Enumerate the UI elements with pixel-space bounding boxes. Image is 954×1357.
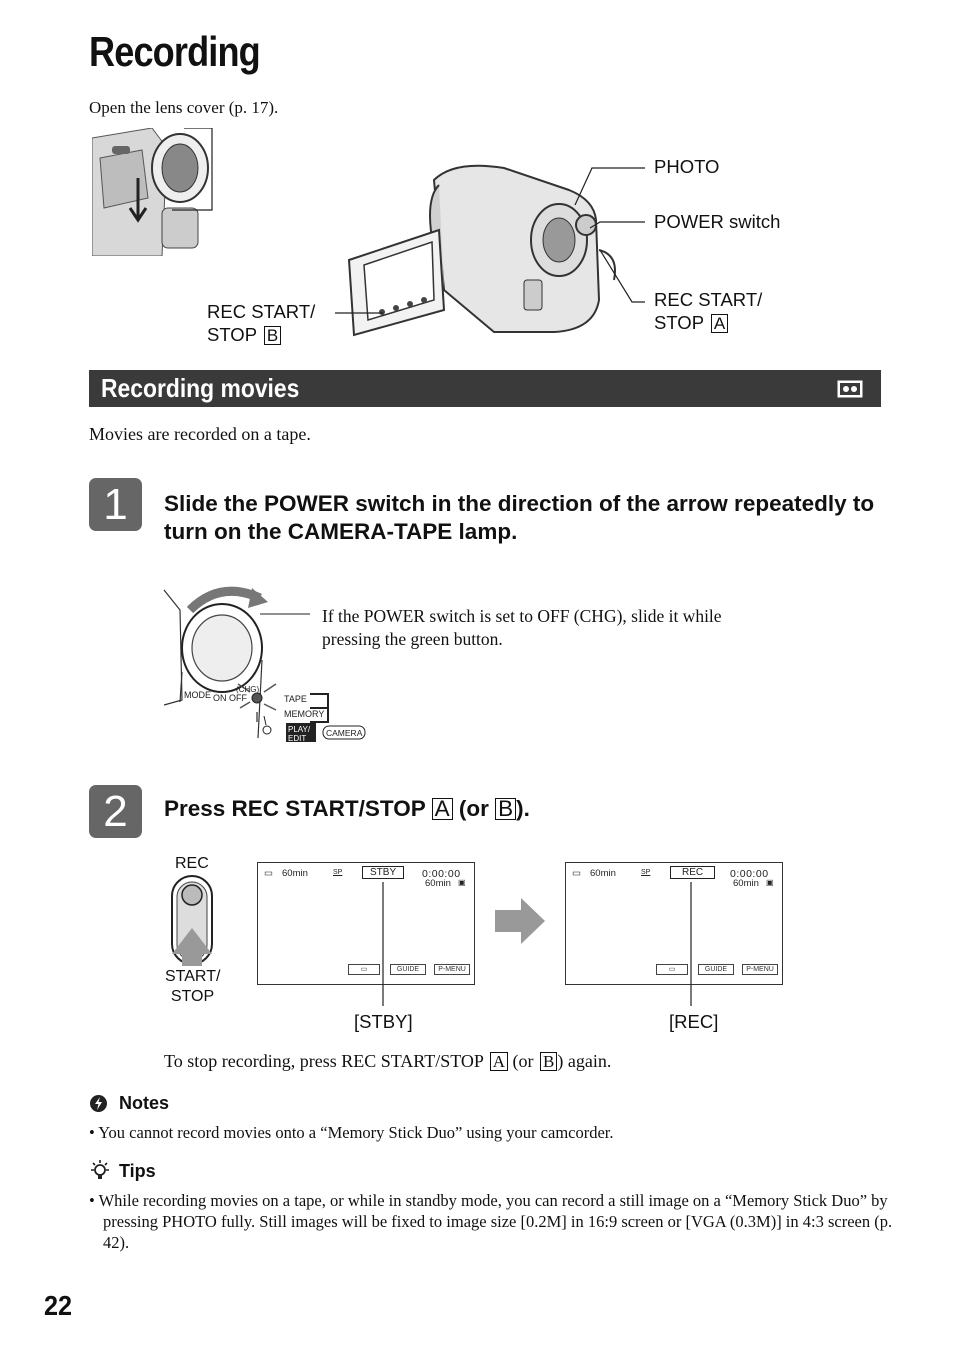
battery-icon: ▭ [572, 868, 581, 879]
time-counter: 0:00:00 [422, 868, 461, 880]
rec-start-b-callout: REC START/ STOP B [207, 301, 316, 345]
sp-indicator: SP [333, 869, 343, 876]
photo-callout: PHOTO [654, 156, 720, 177]
status-indicator: REC [670, 866, 716, 879]
section-header-bar [89, 370, 881, 407]
notes-heading: Notes [119, 1093, 170, 1113]
dial-chg-label: (CHG) [236, 685, 259, 694]
rec-button-illustration [171, 875, 213, 966]
tape-remaining: 60min [733, 878, 759, 889]
dial-memory-label: MEMORY [284, 709, 324, 719]
tape-icon: ▣ [458, 878, 466, 887]
dial-camera-label: CAMERA [326, 728, 363, 738]
callout-lines [335, 167, 645, 314]
tape-icon: ▣ [766, 878, 774, 887]
camcorder-illustration [347, 164, 616, 337]
p-menu-button[interactable]: P-MENU [434, 964, 470, 975]
dial-off-label: OFF [229, 693, 247, 703]
tape-menu-button[interactable]: ▭ [656, 964, 688, 975]
svg-text:PLAY/: PLAY/ [288, 725, 311, 734]
rec-caption: [REC] [669, 1011, 719, 1032]
power-switch-callout: POWER switch [654, 211, 781, 232]
step-1-instruction: Slide the POWER switch in the direction … [164, 491, 875, 544]
step-2-badge: 2 [89, 785, 142, 838]
dial-mode-label: MODE [184, 690, 211, 700]
dial-on-label: ON [213, 693, 227, 703]
page-number: 22 [44, 1290, 73, 1321]
sp-indicator: SP [641, 869, 651, 876]
step-2-instruction: Press REC START/STOP A (or B). [164, 796, 530, 821]
section-title: Recording movies [101, 373, 300, 403]
stby-caption: [STBY] [354, 1011, 413, 1032]
status-indicator: STBY [362, 866, 405, 879]
guide-button[interactable]: GUIDE [390, 964, 426, 975]
power-dial-illustration: MODE ON OFF (CHG) TAPE MEMORY PLAY/ EDIT… [163, 586, 366, 742]
intro-text: Open the lens cover (p. 17). [89, 98, 279, 117]
p-menu-button[interactable]: P-MENU [742, 964, 778, 975]
guide-button[interactable]: GUIDE [698, 964, 734, 975]
rec-label: REC [175, 855, 209, 872]
page-title: Recording [89, 28, 261, 75]
svg-text:EDIT: EDIT [288, 734, 306, 742]
tape-menu-button[interactable]: ▭ [348, 964, 380, 975]
battery-remaining: 60min [590, 868, 616, 879]
tips-item: • While recording movies on a tape, or w… [89, 1191, 893, 1252]
dial-tape-label: TAPE [284, 694, 307, 704]
notes-item: • You cannot record movies onto a “Memor… [89, 1123, 614, 1142]
tips-heading: Tips [119, 1161, 156, 1181]
stop-instruction: To stop recording, press REC START/STOP … [164, 1051, 612, 1071]
time-counter: 0:00:00 [730, 868, 769, 880]
tips-icon [91, 1160, 109, 1179]
stby-screen: ▭ 60min SP STBY 0:00:00 60min ▣ ▭ GUIDE … [257, 862, 475, 985]
tape-remaining: 60min [425, 878, 451, 889]
rec-start-a-callout: REC START/ STOP A [654, 289, 763, 333]
tape-icon [837, 380, 863, 398]
start-stop-label: START/ STOP [165, 968, 221, 1005]
step-1-note: If the POWER switch is set to OFF (CHG),… [322, 606, 722, 649]
screen-caption-lines [382, 882, 692, 1006]
battery-icon: ▭ [264, 868, 273, 879]
battery-remaining: 60min [282, 868, 308, 879]
rec-screen: ▭ 60min SP REC 0:00:00 60min ▣ ▭ GUIDE P… [565, 862, 783, 985]
right-arrow-icon [495, 898, 545, 944]
lens-cover-illustration [92, 128, 216, 256]
notes-icon [90, 1095, 107, 1112]
step-1-badge: 1 [89, 478, 142, 531]
section-subtitle: Movies are recorded on a tape. [89, 424, 311, 444]
